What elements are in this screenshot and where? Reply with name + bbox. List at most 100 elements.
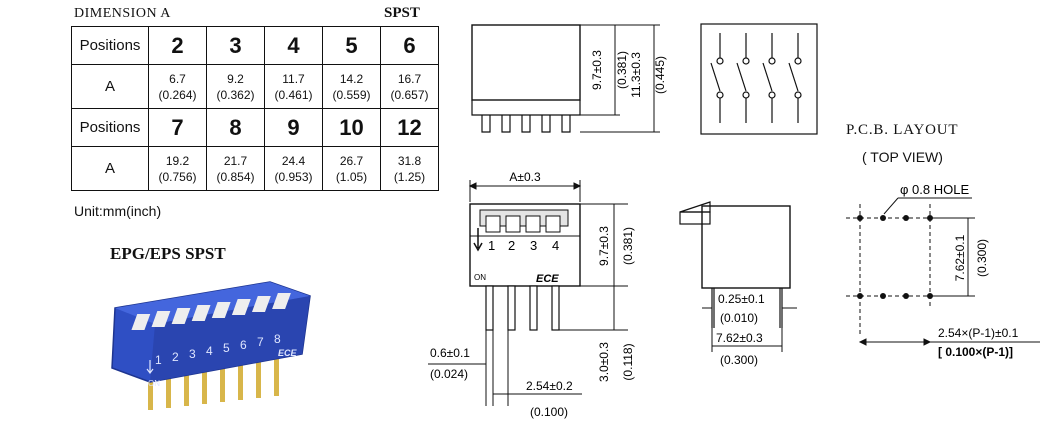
actuator bbox=[251, 296, 271, 312]
side-pin bbox=[561, 115, 571, 133]
end-pin-thick: 0.25±0.1 bbox=[718, 292, 765, 306]
side-base bbox=[471, 100, 581, 116]
pin bbox=[148, 368, 153, 410]
actuator bbox=[485, 215, 501, 233]
pcb-hole bbox=[903, 293, 909, 299]
front-number: 3 bbox=[530, 238, 537, 253]
front-pins bbox=[485, 285, 560, 331]
side-height-body: 9.7±0.3 bbox=[590, 50, 604, 90]
a-inch: (1.25) bbox=[393, 169, 426, 184]
pcb-hole bbox=[880, 215, 886, 221]
position-cell: 3 bbox=[206, 26, 265, 65]
a-mm: 24.4 bbox=[281, 153, 306, 168]
end-row-spacing: 7.62±0.3 bbox=[716, 331, 763, 345]
a-label: A bbox=[71, 64, 149, 109]
actuator bbox=[505, 215, 521, 233]
pin-width-dims bbox=[428, 330, 582, 406]
side-pin bbox=[501, 115, 511, 133]
table-row: A 6.7(0.264) 9.2(0.362) 11.7(0.461) 14.2… bbox=[71, 64, 439, 109]
pin bbox=[202, 362, 207, 404]
table-type-label: SPST bbox=[384, 5, 420, 21]
pin bbox=[166, 366, 171, 408]
hole-leader bbox=[883, 197, 899, 215]
pcb-hole bbox=[857, 215, 863, 221]
front-height-inch: (0.381) bbox=[621, 227, 635, 265]
pcb-grid-lines bbox=[846, 204, 960, 336]
a-mm: 14.2 bbox=[339, 71, 364, 86]
a-label: A bbox=[71, 146, 149, 191]
actuator bbox=[545, 215, 561, 233]
position-cell: 2 bbox=[148, 26, 207, 65]
a-mm: 26.7 bbox=[339, 153, 364, 168]
position-cell: 7 bbox=[148, 108, 207, 147]
switch-actuators bbox=[131, 293, 291, 330]
switch-number: 4 bbox=[206, 344, 213, 358]
a-mm: 11.7 bbox=[282, 71, 305, 86]
table-row: Positions 7 8 9 10 12 bbox=[71, 108, 439, 147]
a-inch: (0.461) bbox=[274, 87, 313, 102]
schematic-frame bbox=[700, 23, 818, 135]
actuator bbox=[525, 215, 541, 233]
dimension-table: Positions 2 3 4 5 6 A 6.7(0.264) 9.2(0.3… bbox=[71, 26, 439, 191]
front-pin bbox=[529, 285, 538, 331]
a-mm: 6.7 bbox=[169, 71, 186, 86]
position-cell: 4 bbox=[264, 26, 323, 65]
actuator bbox=[191, 305, 211, 321]
table-row: Positions 2 3 4 5 6 bbox=[71, 26, 439, 65]
on-arrow-icon bbox=[473, 228, 483, 252]
width-dim-line bbox=[468, 180, 582, 202]
schematic-switch bbox=[788, 33, 802, 123]
switch-number: 7 bbox=[257, 335, 264, 349]
switch-number: 3 bbox=[189, 347, 196, 361]
pcb-hole bbox=[903, 215, 909, 221]
front-number: 2 bbox=[508, 238, 515, 253]
front-numbers: 1 2 3 4 bbox=[488, 238, 559, 253]
switch-brand: ECE bbox=[278, 348, 298, 358]
a-inch: (0.657) bbox=[390, 87, 429, 102]
a-value-cell: 19.2(0.756) bbox=[148, 146, 207, 191]
side-body bbox=[471, 24, 581, 101]
product-title: EPG/EPS SPST bbox=[110, 244, 226, 263]
a-value-cell: 26.7(1.05) bbox=[322, 146, 381, 191]
switch-pins bbox=[148, 354, 279, 410]
side-view-drawing: 9.7±0.3 (0.381) 11.3±0.3 (0.445) bbox=[471, 24, 667, 133]
switch-number: 1 bbox=[155, 353, 162, 367]
pin bbox=[184, 364, 189, 406]
front-width-a: A±0.3 bbox=[509, 170, 541, 184]
pcb-row-spacing-inch: (0.300) bbox=[975, 239, 989, 277]
a-inch: (0.264) bbox=[158, 87, 197, 102]
switch-number: 2 bbox=[172, 350, 179, 364]
end-pin-thick-inch: (0.010) bbox=[720, 311, 758, 325]
front-actuators bbox=[479, 209, 569, 233]
a-mm: 19.2 bbox=[165, 153, 190, 168]
a-inch: (0.559) bbox=[332, 87, 371, 102]
a-inch: (0.362) bbox=[216, 87, 255, 102]
side-dim-lines bbox=[580, 24, 660, 133]
a-mm: 9.2 bbox=[227, 71, 244, 86]
pin-pitch-inch: (0.100) bbox=[530, 405, 568, 419]
pcb-holes bbox=[857, 215, 933, 299]
front-pin bbox=[507, 285, 516, 331]
positions-label: Positions bbox=[71, 26, 149, 65]
unit-note: Unit:mm(inch) bbox=[74, 203, 162, 219]
switch-front-face bbox=[150, 296, 310, 382]
pcb-dims bbox=[858, 217, 1040, 346]
schematic-drawing bbox=[700, 23, 818, 135]
a-mm: 31.8 bbox=[397, 153, 422, 168]
a-inch: (0.854) bbox=[216, 169, 255, 184]
pin-length: 3.0±0.3 bbox=[597, 342, 611, 382]
a-inch: (0.756) bbox=[158, 169, 197, 184]
a-value-cell: 9.2(0.362) bbox=[206, 64, 265, 109]
a-value-cell: 11.7(0.461) bbox=[264, 64, 323, 109]
position-cell: 6 bbox=[380, 26, 439, 65]
table-title: DIMENSION A bbox=[74, 6, 171, 21]
actuator bbox=[171, 308, 191, 324]
on-arrow-icon bbox=[146, 360, 154, 374]
a-mm: 16.7 bbox=[397, 71, 422, 86]
table-row: A 19.2(0.756) 21.7(0.854) 24.4(0.953) 26… bbox=[71, 146, 439, 191]
front-pin bbox=[485, 285, 494, 331]
a-mm: 21.7 bbox=[223, 153, 248, 168]
front-on-label: ON bbox=[474, 273, 486, 282]
pin bbox=[274, 354, 279, 396]
pcb-subtitle: ( TOP VIEW) bbox=[862, 149, 943, 165]
